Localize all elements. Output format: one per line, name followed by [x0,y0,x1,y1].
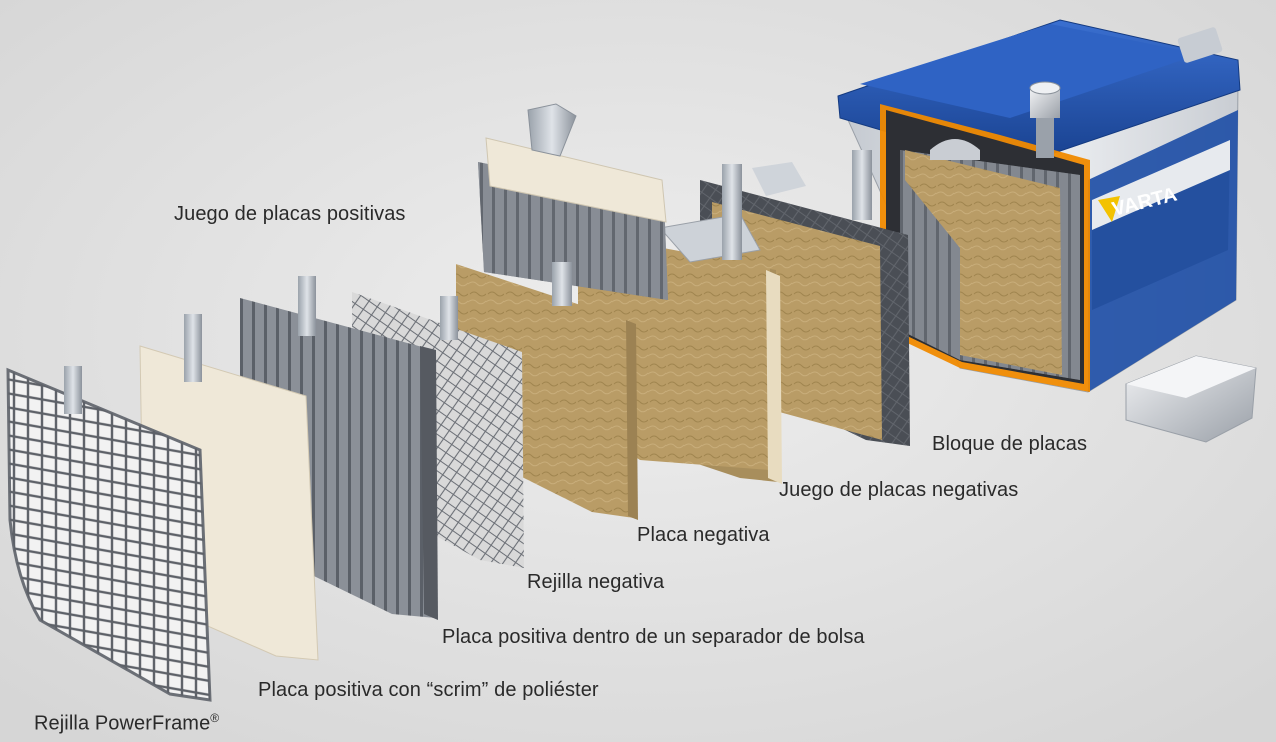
label-positive-plate-in-bag-separator: Placa positiva dentro de un separador de… [442,626,865,648]
label-negative-grid: Rejilla negativa [527,571,665,593]
label-plate-block: Bloque de placas [932,433,1088,455]
label-powerframe-grid: Rejilla PowerFrame® [34,711,219,736]
label-powerframe-grid-text: Rejilla PowerFrame [34,712,211,735]
powerframe-grid [6,366,212,702]
label-negative-plate: Placa negativa [637,524,770,546]
label-negative-plate-set: Juego de placas negativas [779,479,1019,501]
label-positive-plate-set: Juego de placas positivas [174,203,406,225]
registered-mark: ® [210,711,220,725]
lead-ingot [1125,355,1257,443]
positive-plate-set [478,103,668,300]
label-positive-plate-with-scrim: Placa positiva con “scrim” de poliéster [258,679,599,701]
battery-case [837,19,1241,393]
